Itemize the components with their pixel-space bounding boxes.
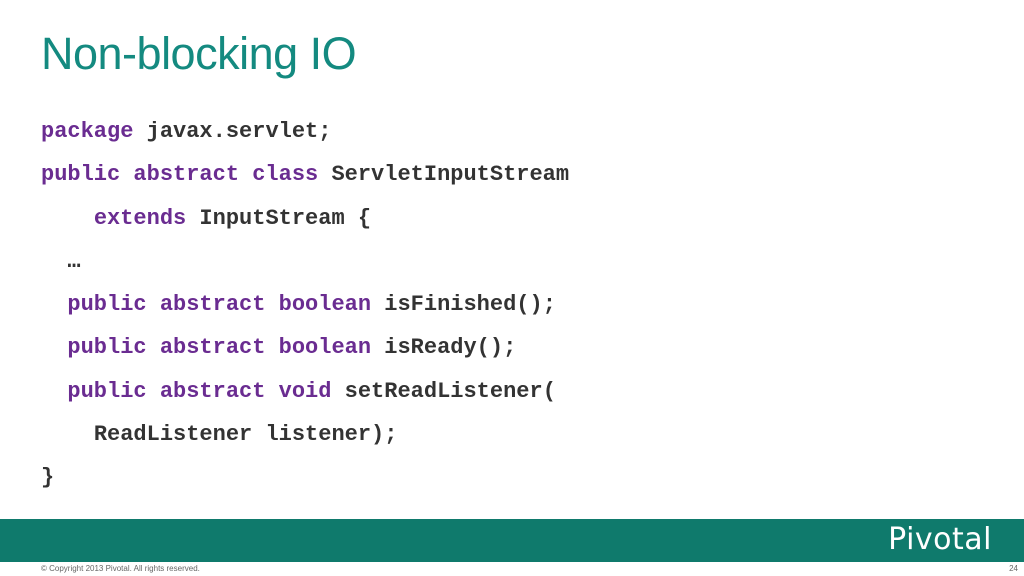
footer-band: Pivotal (0, 519, 1024, 562)
code-text: … (67, 248, 81, 274)
code-line: public abstract void setReadListener( (41, 376, 569, 419)
page-number: 24 (1009, 564, 1018, 573)
code-indent (41, 379, 67, 404)
code-line: public abstract boolean isFinished(); (41, 289, 569, 332)
code-line: public abstract class ServletInputStream (41, 159, 569, 202)
pivotal-logo: Pivotal (888, 522, 992, 557)
code-line: extends InputStream { (41, 203, 569, 246)
slide-title: Non-blocking IO (41, 28, 357, 79)
code-text: isFinished(); (371, 292, 556, 318)
code-indent (41, 206, 94, 231)
code-keyword: public abstract boolean (67, 292, 372, 318)
code-line: } (41, 462, 569, 505)
code-text: javax.servlet; (133, 119, 332, 144)
code-text: isReady(); (371, 335, 517, 361)
code-indent (41, 335, 67, 360)
code-indent (41, 422, 94, 447)
code-text: ReadListener listener); (93, 422, 398, 448)
code-text: } (41, 465, 55, 491)
code-keyword: public abstract void (67, 378, 332, 404)
code-line: package javax.servlet; (41, 116, 569, 159)
code-line: ReadListener listener); (41, 419, 569, 462)
code-line: public abstract boolean isReady(); (41, 332, 569, 375)
code-keyword: public abstract boolean (67, 335, 372, 361)
code-keyword: package (41, 119, 134, 144)
code-text: setReadListener( (331, 378, 556, 404)
code-indent (41, 249, 67, 274)
copyright-text: © Copyright 2013 Pivotal. All rights res… (41, 564, 200, 573)
code-text: ServletInputStream (318, 162, 570, 188)
code-text: InputStream { (186, 205, 372, 231)
code-indent (41, 292, 67, 317)
code-keyword: public abstract class (41, 162, 319, 188)
code-keyword: extends (93, 205, 187, 231)
code-line: … (41, 246, 569, 289)
code-block: package javax.servlet;public abstract cl… (41, 116, 569, 506)
